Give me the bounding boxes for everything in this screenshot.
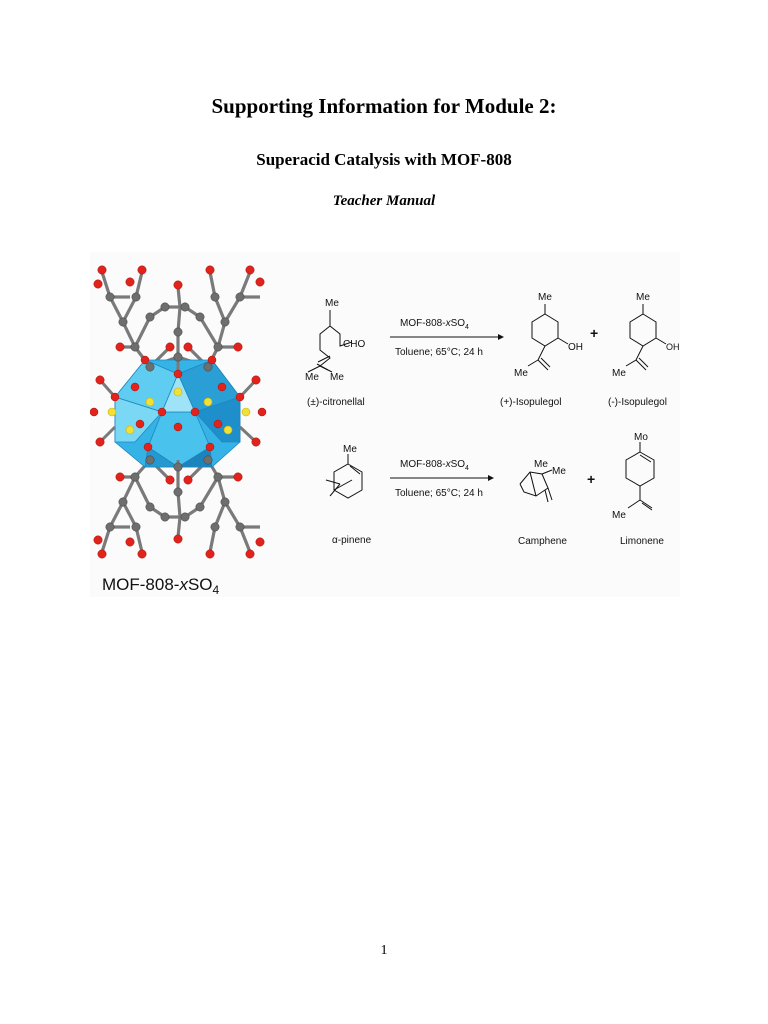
isopulegol-plus-me-bottom: Me: [514, 368, 528, 379]
camphene-structure: [519, 469, 553, 503]
product-isopulegol-plus: (+)-Isopulegol: [500, 397, 561, 408]
isopulegol-plus-structure: [527, 304, 569, 371]
isopulegol-plus-me-top: Me: [538, 292, 552, 303]
reaction-1-reagent: MOF-808-xSO4: [400, 318, 469, 331]
product-limonene: Limonene: [620, 536, 664, 547]
reaction-1-plus: +: [590, 325, 598, 341]
reaction-2-conditions: Toluene; 65°C; 24 h: [395, 488, 483, 499]
isopulegol-minus-me-top: Me: [636, 292, 650, 303]
page-subtitle: Superacid Catalysis with MOF-808: [256, 150, 512, 169]
substrate-alpha-pinene: α-pinene: [332, 535, 372, 546]
teacher-manual-label: Teacher Manual: [332, 193, 436, 209]
citronellal-cho: CHO: [343, 339, 365, 350]
figure-svg: MOF-808-xSO4 Me CHO Me Me (±)-citronella…: [90, 265, 680, 597]
limonene-structure: [625, 442, 655, 511]
reaction-1: Me CHO Me Me (±)-citronellal MOF-808-xSO…: [305, 292, 680, 408]
camphene-me-2: Me: [552, 466, 566, 477]
isopulegol-minus-oh: OH: [666, 342, 680, 352]
reaction-2: Me α-pinene MOF-808-xSO4 Toluene; 65°C; …: [325, 432, 664, 547]
isopulegol-minus-structure: [625, 304, 667, 371]
camphene-me-1: Me: [534, 459, 548, 470]
substrate-citronellal: (±)-citronellal: [307, 397, 365, 408]
page-number: 1: [380, 943, 388, 958]
isopulegol-plus-oh: OH: [568, 342, 583, 353]
limonene-me-top: Mo: [634, 432, 648, 443]
mof-label: MOF-808-xSO4: [102, 575, 220, 597]
reaction-figure: MOF-808-xSO4 Me CHO Me Me (±)-citronella…: [90, 252, 680, 597]
reaction-2-reagent: MOF-808-xSO4: [400, 459, 469, 472]
isopulegol-minus-me-bottom: Me: [612, 368, 626, 379]
reaction-1-conditions: Toluene; 65°C; 24 h: [395, 347, 483, 358]
alpha-pinene-structure: [325, 454, 363, 499]
product-isopulegol-minus: (-)-Isopulegol: [608, 397, 667, 408]
product-camphene: Camphene: [518, 536, 567, 547]
mof-808-structure-image: [90, 265, 267, 559]
citronellal-structure: [307, 310, 353, 373]
citronellal-me-left: Me: [305, 372, 319, 383]
pinene-me: Me: [343, 444, 357, 455]
citronellal-me-top: Me: [325, 298, 339, 309]
limonene-me-bottom: Me: [612, 510, 626, 521]
page-title: Supporting Information for Module 2:: [211, 94, 557, 118]
reaction-2-plus: +: [587, 471, 595, 487]
citronellal-me-right: Me: [330, 372, 344, 383]
